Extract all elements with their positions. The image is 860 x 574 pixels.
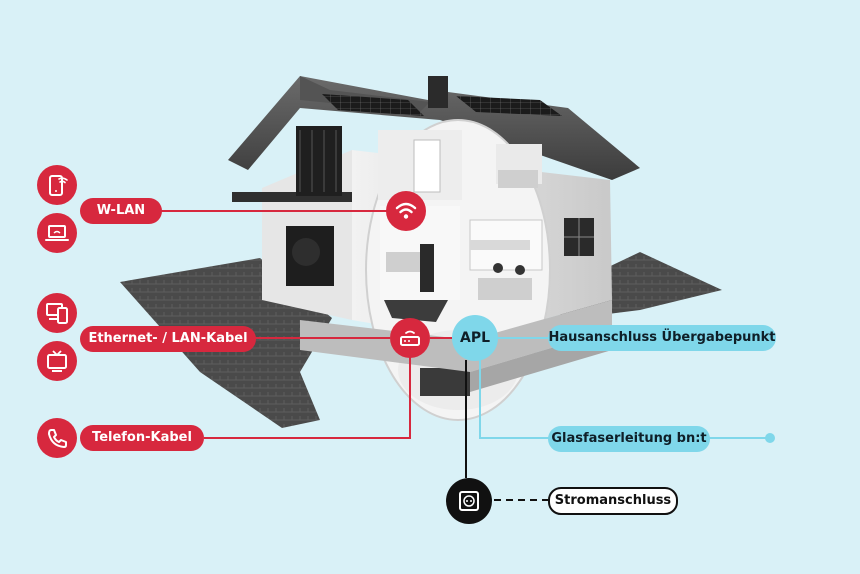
laptop-icon [37, 213, 77, 253]
wifi-icon [386, 191, 426, 231]
foundation [300, 300, 612, 372]
solar-panels-right [456, 96, 562, 116]
hausanschluss-label: Hausanschluss Übergabepunkt [548, 325, 776, 351]
chimney [428, 76, 448, 108]
telefon-line [204, 356, 411, 439]
strom-label: Stromanschluss [548, 487, 678, 515]
phone-icon [37, 418, 77, 458]
ethernet-label: Ethernet- / LAN-Kabel [80, 326, 256, 352]
tv-icon [37, 341, 77, 381]
apl-marker: APL [452, 315, 498, 361]
telefon-label: Telefon-Kabel [80, 425, 204, 451]
power-socket-icon [446, 478, 492, 524]
glasfaser-label: Glasfaserleitung bn:t [548, 426, 710, 452]
wlan-label: W-LAN [80, 198, 162, 224]
devices-icon [37, 293, 77, 333]
router-icon [390, 318, 430, 358]
solar-panels-left [322, 94, 424, 116]
smartphone-wifi-icon [37, 165, 77, 205]
glasfaser-endpoint [765, 433, 775, 443]
